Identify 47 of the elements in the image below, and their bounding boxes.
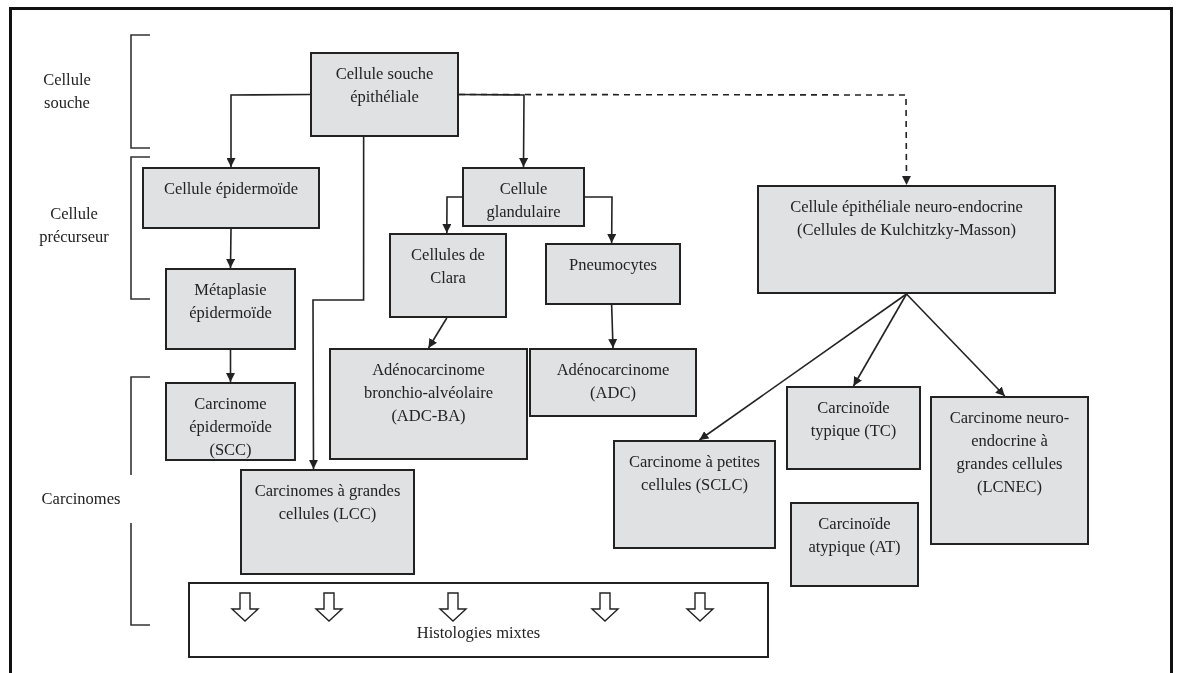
node-text: Cellules de Clara — [410, 244, 486, 290]
arrow — [442, 196, 463, 234]
node-text: Pneumocytes — [569, 254, 657, 276]
arrow — [905, 293, 1006, 397]
process-box — [142, 167, 320, 229]
level-label: Cellule précurseur — [38, 203, 110, 249]
node-text: Cellule souche épithéliale — [334, 63, 435, 109]
process-box — [329, 348, 528, 460]
node-text: Carcinome neuro-endocrine à grandes cellules (LCNEC) — [948, 407, 1071, 499]
level-label: Carcinomes — [40, 488, 122, 510]
process-box — [545, 243, 681, 305]
arrow — [608, 304, 618, 349]
dashed-arrow — [458, 93, 911, 186]
process-box — [529, 348, 697, 417]
process-box — [930, 396, 1089, 545]
process-box — [310, 52, 459, 137]
arrow — [226, 349, 235, 383]
level-label: Cellule souche — [42, 69, 92, 115]
process-box — [462, 167, 585, 227]
arrow — [226, 228, 236, 269]
node-text: Carcinome épidermoïde (SCC) — [188, 393, 273, 462]
node-text: Cellule épithéliale neuro-endocrine (Cellules de Kulchitzky-Masson) — [789, 196, 1024, 242]
process-box — [389, 233, 507, 318]
process-box — [613, 440, 776, 549]
node-text: Carcinoïde atypique (AT) — [807, 513, 902, 559]
node-text: Cellule épidermoïde — [163, 178, 299, 200]
node-text: Cellule glandulaire — [485, 178, 562, 224]
node-text: Carcinome à petites cellules (SCLC) — [627, 451, 761, 497]
process-box — [165, 268, 296, 350]
process-box — [786, 386, 921, 470]
arrow — [852, 293, 908, 387]
node-text: Adénocarcinome bronchio-alvéolaire (ADC-BA) — [362, 359, 495, 428]
node-text: Carcinoïde typique (TC) — [809, 397, 898, 443]
arrow — [308, 136, 365, 470]
arrow — [584, 196, 617, 244]
process-box — [757, 185, 1056, 294]
node-text: Carcinomes à grandes cellules (LCC) — [253, 480, 402, 526]
arrow — [427, 317, 448, 349]
arrow — [698, 293, 908, 441]
process-box — [790, 502, 919, 587]
node-text: Adénocarcinome (ADC) — [555, 359, 671, 405]
node-text: Histologies mixtes — [416, 621, 541, 644]
arrow — [226, 93, 311, 168]
process-box — [165, 382, 296, 461]
outcome-box — [188, 582, 769, 658]
node-text: Métaplasie épidermoïde — [188, 279, 273, 325]
process-box — [240, 469, 415, 575]
